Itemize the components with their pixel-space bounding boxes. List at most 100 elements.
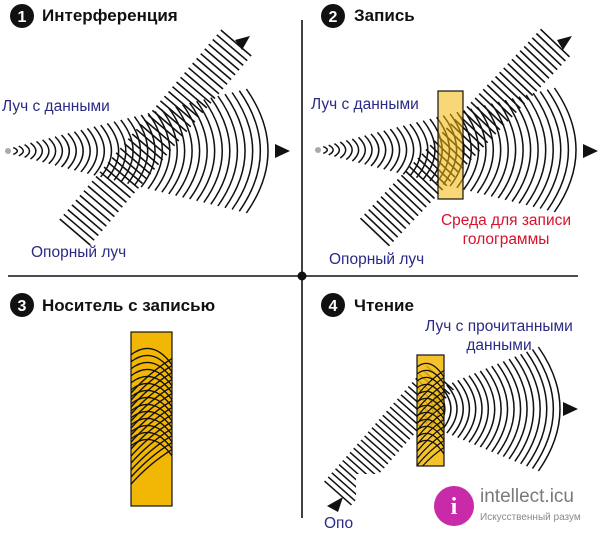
wavefront [537, 346, 561, 472]
wavefront [184, 71, 216, 100]
data-beam-waves [12, 88, 269, 214]
fringe [131, 424, 172, 444]
wavefront [24, 143, 31, 159]
fringe [131, 364, 172, 402]
data-beam-arrow [583, 144, 598, 158]
fringe [417, 376, 444, 404]
wavefront [192, 62, 224, 90]
wavefront [189, 102, 208, 200]
wavefront [382, 414, 411, 440]
fringe [131, 427, 172, 465]
fringe [417, 411, 444, 428]
fringe [131, 431, 172, 451]
quadrant-divider [8, 20, 578, 518]
wavefront [333, 142, 341, 158]
wavefront [409, 123, 422, 177]
wavefront [376, 131, 387, 169]
wavefront [539, 91, 562, 209]
wavefront [462, 377, 477, 441]
wavefront [393, 402, 422, 428]
wavefront [328, 144, 334, 156]
svg-text:4: 4 [329, 298, 338, 315]
fringe [417, 432, 444, 449]
wavefront [371, 427, 400, 453]
reference-beam-arrow [235, 36, 250, 50]
wavefront [375, 423, 403, 448]
wavefront [367, 431, 396, 457]
wavefront [388, 187, 419, 217]
reference-beam-arrow [327, 497, 343, 512]
wavefront [409, 166, 440, 195]
fringe [417, 418, 444, 435]
wavefront [54, 136, 64, 166]
wavefront [380, 196, 411, 225]
fringe [417, 397, 444, 414]
wavefront [486, 84, 517, 114]
wavefront [494, 75, 526, 105]
wavefront [415, 121, 429, 179]
wavefront [345, 139, 353, 161]
fringe [131, 438, 172, 458]
source-point [315, 147, 321, 153]
wavefront [167, 90, 200, 119]
wavefront [463, 110, 480, 190]
wavefront [171, 86, 204, 114]
wavefront [75, 199, 107, 227]
reference-beam-label: Опо [324, 515, 354, 532]
wavefront [476, 106, 495, 194]
wavefront [188, 67, 220, 95]
wavefront [485, 368, 502, 450]
wavefront [349, 451, 378, 477]
data-beam-label: Луч с данными [2, 98, 110, 115]
fringe [417, 404, 444, 432]
wavefront [86, 127, 98, 175]
fringe [131, 392, 172, 430]
wavefront [474, 97, 505, 127]
wavefront [210, 97, 231, 205]
fringe [417, 369, 444, 386]
wavefront [161, 109, 178, 193]
wavefront [71, 204, 103, 232]
fringe [417, 397, 444, 425]
wavefront [553, 87, 577, 213]
badge-4: 4 [321, 293, 345, 317]
wavefront [91, 180, 123, 208]
wavefront [400, 174, 431, 204]
wavefront [67, 132, 77, 170]
wavefront [402, 125, 415, 175]
fringe [131, 375, 172, 395]
recording-medium-outline [437, 90, 464, 200]
fringe [417, 425, 444, 453]
wavefront [73, 131, 84, 171]
wavefront [120, 119, 134, 183]
wavefront [392, 183, 423, 212]
wavefront [359, 217, 391, 247]
wavefront [127, 117, 141, 185]
reconstructed-beam-waves [424, 346, 561, 472]
source-point [5, 148, 11, 154]
wavefront [527, 41, 558, 71]
wavefront [107, 161, 140, 189]
wavefront [525, 94, 547, 206]
wavefront [511, 58, 542, 88]
fringe [417, 383, 444, 411]
fringe [417, 362, 444, 379]
wavefront [539, 28, 571, 58]
fringe [131, 403, 172, 423]
wavefront [451, 382, 464, 436]
reconstructed-beam-arrow [563, 402, 578, 416]
wavefront [182, 104, 201, 198]
fringe [131, 420, 172, 458]
data-beam-label: Луч с данными [311, 96, 419, 113]
wavefront [113, 121, 127, 181]
wavefront [212, 38, 244, 67]
wavefront [531, 37, 562, 66]
medium-label-line2: голограммы [462, 231, 550, 248]
wavefront [168, 107, 186, 195]
wavefront [364, 213, 395, 243]
reference-beam-waves [59, 29, 252, 246]
wavefront [79, 194, 111, 222]
fringe [417, 418, 444, 446]
wavefront [546, 89, 570, 211]
wavefront [457, 379, 471, 439]
